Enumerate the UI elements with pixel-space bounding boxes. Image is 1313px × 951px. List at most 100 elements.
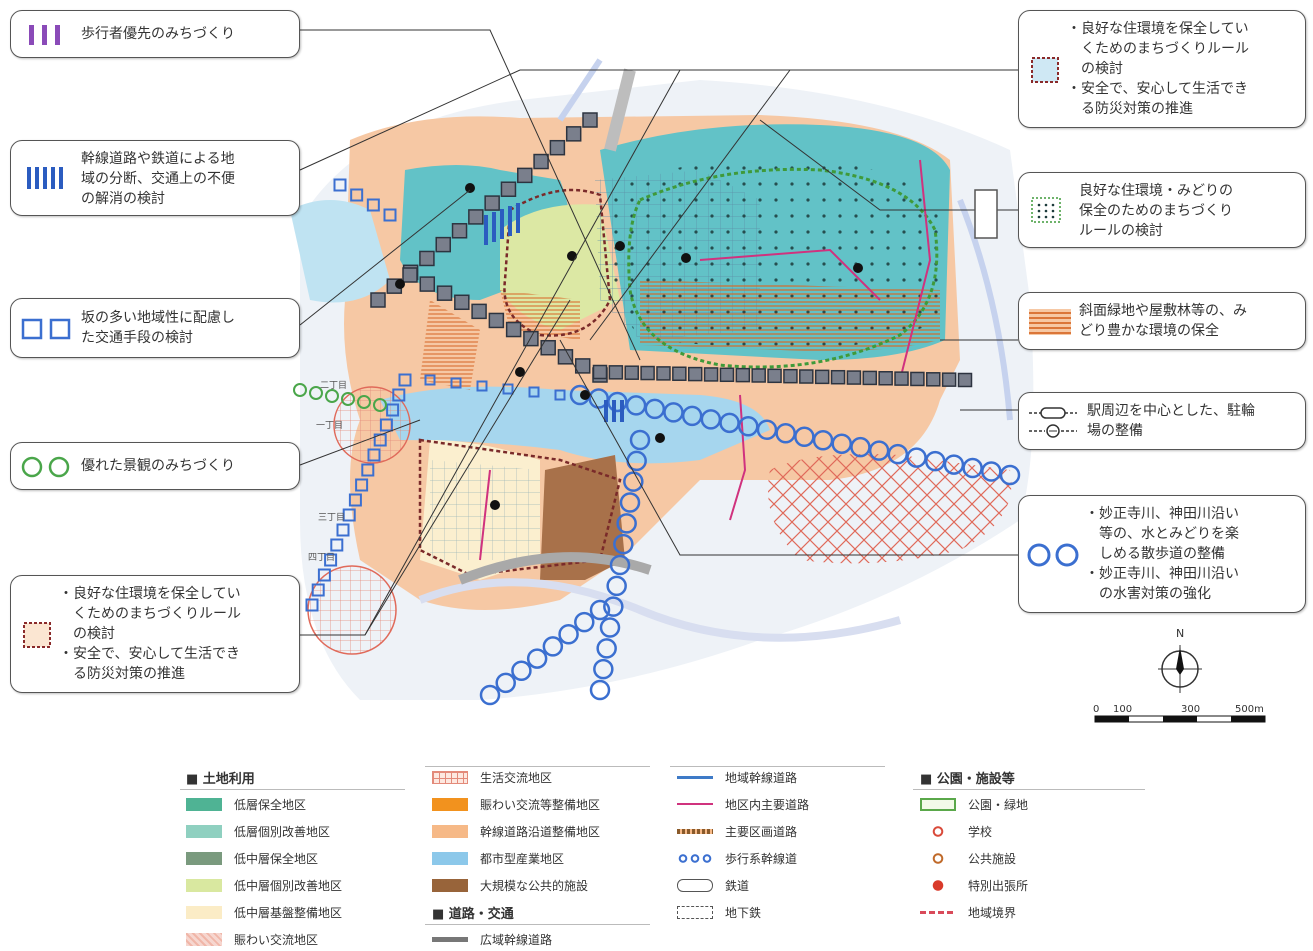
slopeSquares-mark — [330, 538, 344, 552]
pedCircles-mark — [613, 533, 634, 555]
slopeSquares-mark — [317, 568, 331, 582]
pedCircles-mark — [574, 611, 595, 633]
railHoriz-mark — [751, 368, 766, 383]
callout-slope: 坂の多い地域性に配慮し た交通手段の検討 — [10, 298, 300, 358]
railDiag-mark — [582, 112, 598, 128]
railHoriz-mark — [878, 371, 893, 386]
legend-item-branch-office: 特別出張所 — [920, 874, 1028, 896]
slopeSquares-mark — [342, 508, 356, 522]
legend-label: 賑わい交流地区 — [234, 932, 319, 947]
arterial-road-east — [957, 198, 1013, 421]
pedCircles-mark — [606, 575, 627, 597]
railDiag-mark — [451, 223, 468, 239]
legend-item-life-exchange: 生活交流地区 — [432, 766, 552, 788]
legend-item-bustling-develop: 賑わい交流等整備地区 — [432, 793, 600, 815]
callout-arterial: 幹線道路や鉄道による地 域の分断、交通上の不便 の解消の検討 — [10, 140, 300, 216]
legend-item-subway: 地下鉄 — [677, 901, 761, 923]
legend-item-school: 学校 — [920, 820, 992, 842]
scale-bar: 0 100 300 500m — [1093, 704, 1266, 723]
legend-label: 低中層基盤整備地区 — [234, 905, 343, 920]
legend-label: 生活交流地区 — [480, 770, 553, 785]
arterial-bars-marker — [484, 203, 520, 245]
greenCircles-mark — [309, 386, 323, 400]
slopeSquares-mark — [348, 493, 362, 507]
pedCircles-mark — [887, 443, 909, 465]
railHoriz-mark — [862, 370, 878, 386]
legend-item-pedestrian-main: 歩行系幹線道 — [677, 847, 797, 869]
railDiag-mark — [517, 167, 533, 184]
railDiag-mark — [557, 349, 574, 365]
map-label-d: 四丁目 — [308, 552, 335, 563]
railDiag-mark — [488, 312, 505, 329]
arterial-road-south — [418, 578, 902, 642]
legend-item-arterial-roadside: 幹線道路沿道整備地区 — [432, 820, 600, 842]
station-points — [395, 183, 863, 510]
legend-item-urban-industry: 都市型産業地区 — [432, 847, 564, 869]
railDiag-mark — [574, 358, 591, 374]
slopeSquares-mark — [392, 388, 406, 402]
pedCircles-mark — [588, 388, 609, 409]
railDiag-mark — [500, 181, 517, 197]
scale-label-500: 500m — [1235, 704, 1264, 715]
pedCircles-mark — [603, 596, 624, 617]
callout-river-line4: ・妙正寺川、神田川沿い — [1085, 566, 1239, 582]
pedCircles-mark — [681, 405, 703, 427]
green-circles-icon — [21, 456, 70, 478]
greenCircles-mark — [293, 383, 307, 397]
blue-circles-icon — [1027, 543, 1079, 567]
pedCircles-mark — [962, 457, 983, 479]
pedCircles-mark — [623, 471, 644, 492]
callout-green: 良好な住環境・みどりの 保全のためのまちづくり ルールの検討 — [1018, 172, 1306, 248]
slopeSquares-mark — [366, 198, 380, 212]
callout-slope-green-line1: 斜面緑地や屋敷林等の、み — [1079, 303, 1247, 319]
pedCircles-mark — [625, 395, 647, 416]
legend-label: 大規模な公共的施設 — [480, 878, 589, 893]
station-symbols-icon — [1029, 407, 1077, 438]
railHoriz-mark — [910, 371, 925, 387]
pedCircles-mark — [593, 658, 614, 680]
railHoriz-mark — [799, 369, 814, 384]
blue-squares-icon — [21, 318, 71, 340]
railHoriz-mark — [767, 368, 782, 384]
railHoriz-mark — [926, 372, 941, 387]
legend-label: 歩行系幹線道 — [725, 851, 798, 866]
legend-item-wide-arterial: 広域幹線道路 — [432, 928, 552, 950]
district-blue-left — [290, 200, 390, 303]
district-blue-river — [380, 386, 770, 464]
greenCircles-mark — [325, 389, 339, 403]
pedCircles-mark — [981, 461, 1002, 482]
railHoriz-mark — [846, 370, 862, 385]
legend-label: 低中層保全地区 — [234, 851, 319, 866]
leader-lines — [299, 29, 1018, 636]
pedCircles-mark — [644, 398, 666, 420]
legend-item-public-facility: 大規模な公共的施設 — [432, 874, 588, 896]
pedestrian-circles — [479, 384, 1021, 706]
railHoriz-mark — [640, 365, 655, 381]
pedCircles-mark — [943, 454, 965, 475]
legend: ■ 土地利用 低層保全地区 低層個別改善地区 低中層保全地区 低中層個別改善地区… — [180, 760, 1150, 950]
purple-vertical-bars-icon — [29, 25, 60, 45]
railDiag-mark — [549, 139, 566, 156]
railHoriz-mark — [656, 366, 671, 381]
slopeSquares-mark — [554, 389, 566, 401]
pedCircles-mark — [542, 636, 564, 657]
pedCircles-mark — [999, 464, 1021, 486]
pedCircles-mark — [619, 492, 641, 513]
greenCircles-mark — [373, 398, 387, 412]
legend-item-district-main: 地区内主要道路 — [677, 793, 809, 815]
railDiag-mark — [533, 153, 549, 170]
pedCircles-mark — [738, 416, 759, 437]
slopeSquares-mark — [355, 478, 369, 492]
legend-item-lowmid-infra: 低中層基盤整備地区 — [186, 901, 342, 923]
callout-bicycle: 駅周辺を中心とした、駐輪 場の整備 — [1018, 392, 1306, 450]
compass-rose: N — [1158, 627, 1202, 693]
callout-green-line2: 保全のためのまちづくり — [1079, 203, 1233, 219]
greenCircles-mark — [341, 392, 355, 406]
railHoriz-mark — [719, 367, 735, 383]
callout-residential-left-line1: ・良好な住環境を保全してい — [59, 586, 241, 602]
railDiag-mark — [436, 285, 453, 301]
slopeSquares-mark — [361, 463, 375, 477]
callout-pedestrian-line1: 歩行者優先のみちづくり — [81, 26, 235, 42]
slopeSquares-mark — [386, 403, 400, 417]
stripe-pattern-area — [640, 280, 940, 352]
